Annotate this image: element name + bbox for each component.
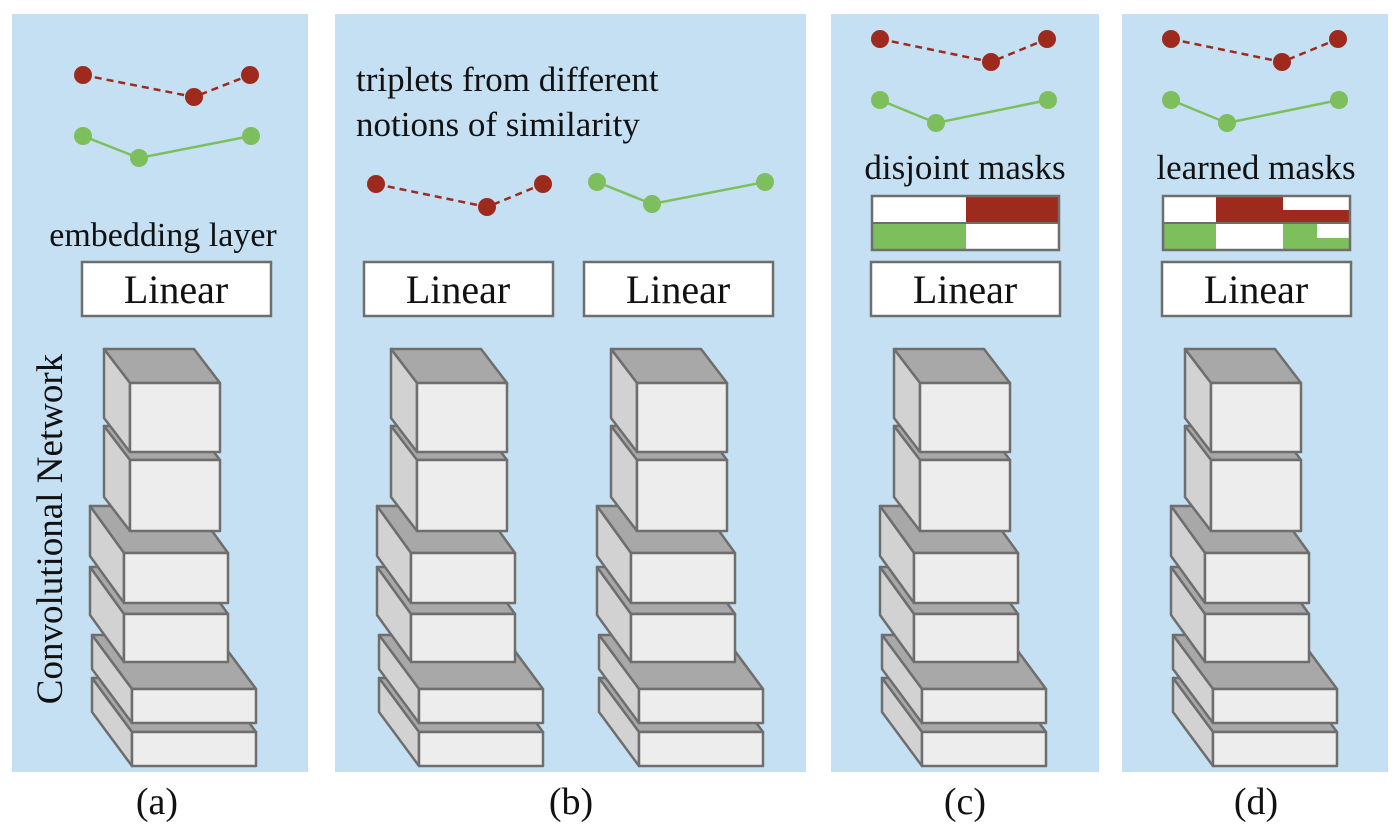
conv-block-front [629, 612, 737, 664]
conv-block-front [130, 730, 258, 768]
panel-c-triplets [871, 30, 1057, 132]
panel-b-label-line-1: triplets from different [356, 60, 659, 99]
conv-block-front [920, 687, 1048, 725]
triplet-point [478, 198, 496, 216]
panel-d-learned-mask [1161, 194, 1352, 252]
triplet-point [756, 173, 774, 191]
panel-a-embedding-label: embedding layer [49, 217, 277, 254]
triplet-point [242, 127, 260, 145]
triplet-point [871, 30, 889, 48]
triplet-point [1218, 114, 1236, 132]
triplet-point [982, 53, 1000, 71]
conv-block-front [122, 551, 230, 605]
panel-a-triplets [74, 66, 260, 167]
panel-a-caption: (a) [136, 781, 178, 823]
panel-d-triplets [1162, 30, 1348, 132]
panel-d-caption: (d) [1234, 781, 1278, 823]
panel-c-caption: (c) [944, 781, 986, 823]
triplet-point [1162, 91, 1180, 109]
triplet-point [74, 66, 92, 84]
triplet-point [927, 114, 945, 132]
conv-block [102, 347, 222, 454]
conv-block-front [912, 551, 1020, 605]
conv-block-front [1211, 687, 1339, 725]
panel-d-masks-label: learned masks [1156, 148, 1355, 187]
triplet-point [1330, 91, 1348, 109]
panel-b-triplets [367, 173, 774, 216]
conv-block-front [1211, 730, 1339, 768]
triplet-point [130, 149, 148, 167]
conv-block-front [417, 730, 545, 768]
conv-block-front [912, 612, 1020, 664]
triplet-point [1039, 91, 1057, 109]
convolutional-network-label: Convolutional Network [30, 353, 71, 704]
triplet-point [871, 91, 889, 109]
conv-block-front [130, 687, 258, 725]
conv-block-front [635, 381, 729, 454]
triplet-point [588, 173, 606, 191]
conv-block [609, 347, 729, 454]
conv-block-front [637, 687, 765, 725]
triplet-point [1038, 30, 1056, 48]
panel-a-linear-layer: Linear [80, 260, 273, 318]
conv-block-front [918, 458, 1012, 533]
triplet-point [1329, 30, 1347, 48]
conv-block-front [415, 381, 509, 454]
linear-label: Linear [124, 267, 228, 312]
conv-block [389, 347, 509, 454]
linear-label: Linear [1204, 267, 1308, 312]
triplet-point [1273, 53, 1291, 71]
linear-label: Linear [913, 267, 1017, 312]
panel-a-conv-stack [88, 347, 258, 768]
panel-c-masks-label: disjoint masks [864, 148, 1065, 187]
triplet-point [643, 195, 661, 213]
conv-block-front [128, 458, 222, 533]
conv-block-front [415, 458, 509, 533]
conv-block-front [920, 730, 1048, 768]
panel-b-conv-stack-left [375, 347, 545, 768]
panel-d-linear-layer: Linear [1160, 260, 1353, 318]
conv-block [892, 347, 1012, 454]
conv-block-front [918, 381, 1012, 454]
conv-block-front [1203, 551, 1311, 605]
panel-c-linear-layer: Linear [869, 260, 1062, 318]
conv-block-front [409, 551, 517, 605]
panel-b-linear-layer-right: Linear [582, 260, 775, 318]
conv-block-front [409, 612, 517, 664]
triplet-point [1162, 30, 1180, 48]
triplet-point [241, 66, 259, 84]
panel-d-conv-stack [1169, 347, 1339, 768]
panel-c-disjoint-mask [870, 194, 1061, 252]
conv-block-front [1203, 612, 1311, 664]
conv-block-front [122, 612, 230, 664]
triplet-point [367, 175, 385, 193]
panel-b-label-line-2: notions of similarity [356, 105, 640, 144]
panel-b-conv-stack-right [595, 347, 765, 768]
panel-b-caption: (b) [549, 781, 593, 823]
linear-label: Linear [626, 267, 730, 312]
conv-block [1183, 347, 1303, 454]
panel-b-linear-layer-left: Linear [362, 260, 555, 318]
panel-c-conv-stack [878, 347, 1048, 768]
conv-block-front [1209, 381, 1303, 454]
conv-block-front [1209, 458, 1303, 533]
triplet-point [534, 175, 552, 193]
conv-block-front [629, 551, 737, 605]
triplet-point [185, 88, 203, 106]
conv-block-front [635, 458, 729, 533]
conv-block-front [637, 730, 765, 768]
linear-label: Linear [406, 267, 510, 312]
conv-block-front [128, 381, 222, 454]
conv-block-front [417, 687, 545, 725]
triplet-point [74, 127, 92, 145]
